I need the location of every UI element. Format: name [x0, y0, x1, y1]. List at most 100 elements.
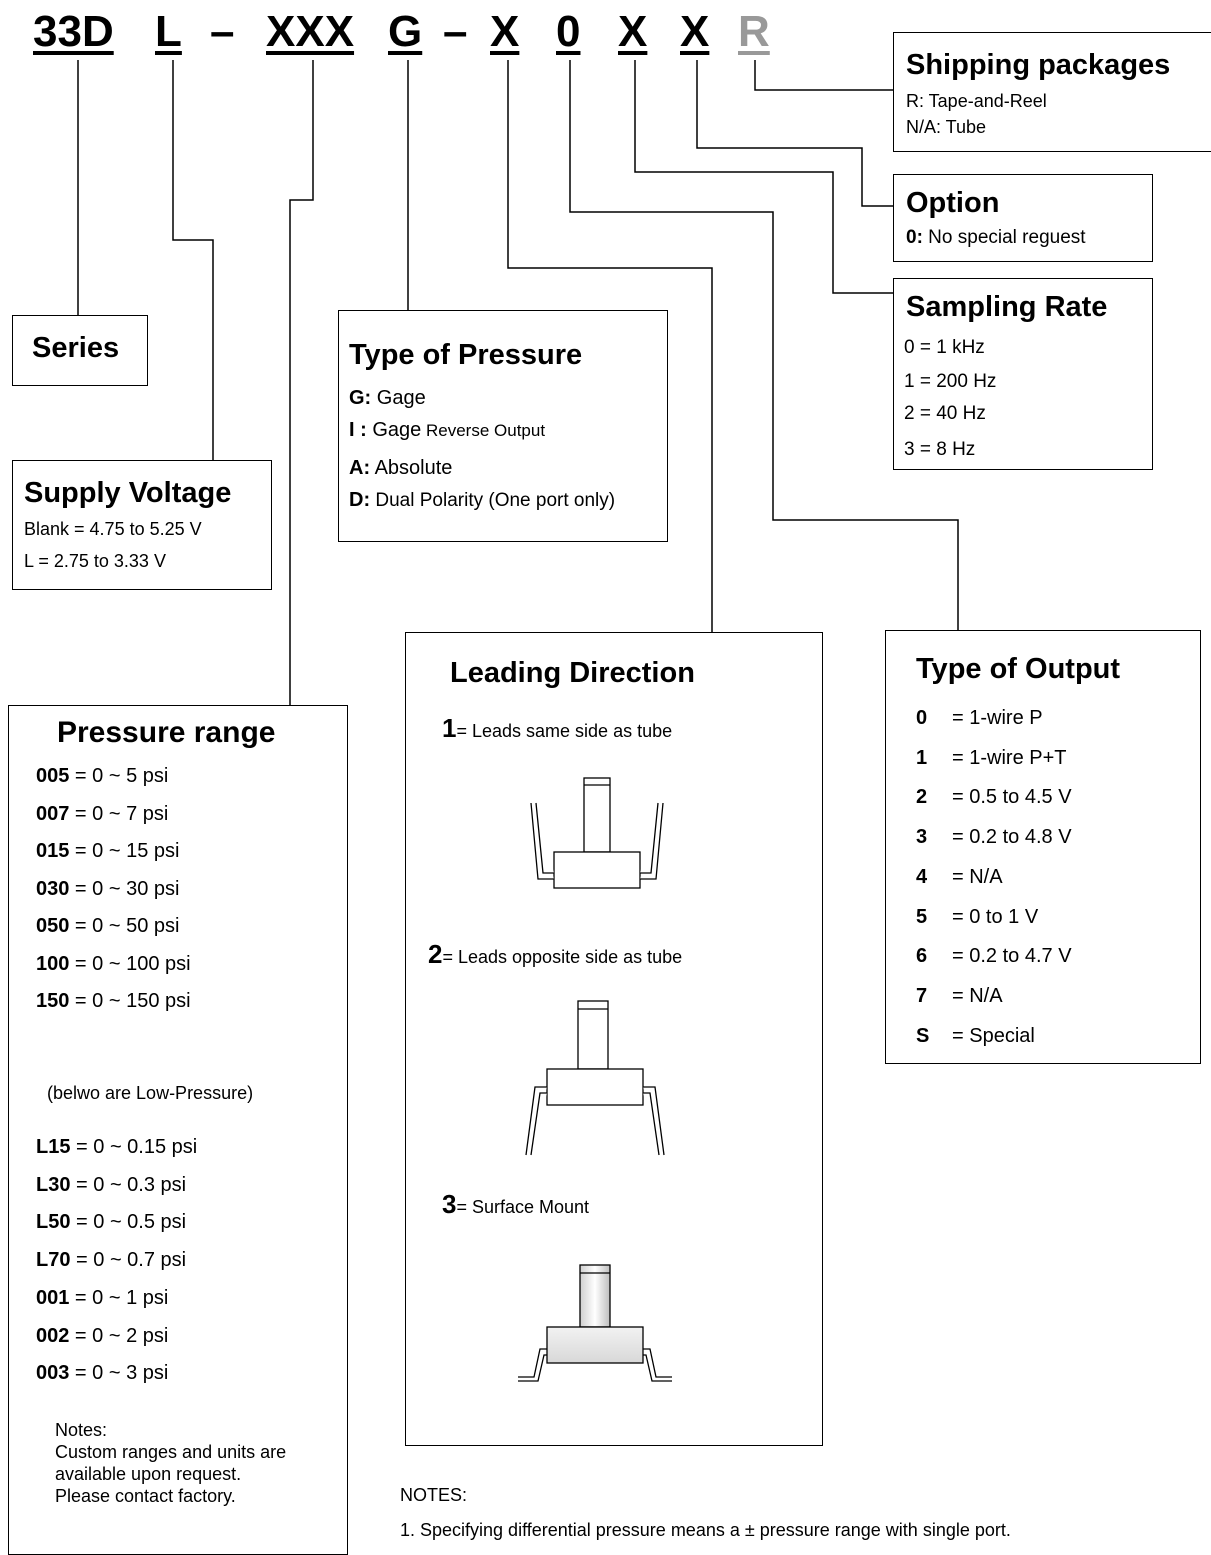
- connector-ship: [754, 60, 893, 91]
- segment-range: XXX: [266, 7, 355, 56]
- item-code: 030: [36, 877, 70, 900]
- option-item: 0: No special reguest: [906, 227, 1086, 249]
- pressure-type-item: G: Gage: [349, 387, 426, 410]
- item-code: S: [916, 1024, 930, 1047]
- low-pressure-note: (belwo are Low-Pressure): [47, 1083, 254, 1103]
- option-text: No special reguest: [922, 227, 1086, 248]
- item-code: L30: [36, 1173, 71, 1196]
- list-item: 5= 0 to 1 V: [916, 906, 1038, 929]
- item-text: = 0 ~ 0.7 psi: [70, 1249, 187, 1272]
- item-text: = 0.2 to 4.8 V: [952, 826, 1072, 849]
- item-code: 001: [36, 1286, 70, 1309]
- item-text: = 0 ~ 0.15 psi: [70, 1136, 198, 1158]
- list-item: 003 = 0 ~ 3 psi: [36, 1362, 168, 1385]
- connector-range: [289, 60, 314, 705]
- item-text: = 0 ~ 3 psi: [69, 1362, 169, 1385]
- shipping-packages-box: Shipping packages R: Tape-and-Reel N/A: …: [893, 32, 1211, 152]
- list-item: 0= 1-wire P: [916, 707, 1043, 730]
- leading-text: = Surface Mount: [456, 1197, 590, 1217]
- list-item: 4 = N/A: [916, 866, 1003, 889]
- item-text: = 0 ~ 150 psi: [69, 990, 191, 1012]
- connector-output: [634, 60, 893, 294]
- notes-line: 1. Specifying differential pressure mean…: [400, 1520, 1011, 1540]
- type-of-pressure-box: Type of Pressure G: Gage I : Gage Revers…: [338, 310, 668, 542]
- notes-line: Notes:: [55, 1420, 108, 1440]
- item-text: = N/A: [952, 865, 1003, 888]
- pressure-range-title: Pressure range: [57, 716, 276, 749]
- item-code: 1: [916, 746, 928, 769]
- segment-option: 0: [556, 7, 581, 56]
- type-of-output-box: Type of Output 0= 1-wire P 1 = 1-wire P+T 2…: [885, 630, 1201, 1064]
- list-item: 6 = 0.2 to 4.7 V: [916, 945, 1072, 968]
- item-code: 3: [916, 826, 928, 849]
- segment-output: X: [618, 7, 648, 56]
- leading-num: 1: [442, 713, 457, 743]
- shipping-line: N/A: Tube: [906, 117, 987, 137]
- leading-item: 1= Leads same side as tube: [442, 713, 672, 744]
- series-title: Series: [32, 332, 120, 364]
- pressure-type-code: A:: [349, 457, 371, 479]
- segment-dash: –: [210, 7, 235, 56]
- item-code: 050: [36, 915, 70, 937]
- item-text: = 1-wire P+T: [952, 746, 1067, 769]
- sensor-leads-opposite-side-icon: [525, 1000, 665, 1156]
- pressure-type-item: D: Dual Polarity (One port only): [349, 489, 615, 512]
- list-item: 150 = 0 ~ 150 psi: [36, 990, 191, 1013]
- sampling-rate-title: Sampling Rate: [906, 291, 1108, 323]
- list-item: L15 = 0 ~ 0.15 psi: [36, 1136, 197, 1159]
- list-item: L30 = 0 ~ 0.3 psi: [36, 1174, 186, 1197]
- list-item: L70 = 0 ~ 0.7 psi: [36, 1249, 186, 1272]
- item-text: = 0 ~ 7 psi: [69, 802, 169, 825]
- item-text: = Special: [952, 1024, 1035, 1047]
- leading-direction-box: Leading Direction 1= Leads same side as …: [405, 632, 823, 1446]
- item-code: 2: [916, 786, 928, 809]
- leading-item: 3= Surface Mount: [442, 1189, 589, 1220]
- leading-item: 2= Leads opposite side as tube: [428, 939, 682, 970]
- list-item: 005 = 0 ~ 5 psi: [36, 765, 168, 788]
- segment-pressure-type: G: [388, 7, 423, 56]
- supply-voltage-box: Supply Voltage Blank = 4.75 to 5.25 V L …: [12, 460, 272, 590]
- item-text: = 0 ~ 0.3 psi: [70, 1173, 187, 1196]
- sampling-line: 0 = 1 kHz: [904, 337, 985, 358]
- item-text: = 0.2 to 4.7 V: [952, 945, 1072, 968]
- option-title: Option: [906, 187, 1000, 219]
- item-code: 4: [916, 865, 928, 888]
- pressure-type-item: I : Gage Reverse Output: [349, 419, 545, 442]
- segment-series: 33D: [33, 7, 114, 56]
- pressure-type-code: D:: [349, 489, 371, 511]
- pressure-type-code: I :: [349, 419, 367, 441]
- notes-line: Custom ranges and units are: [55, 1442, 287, 1462]
- list-item: 7= N/A: [916, 985, 1003, 1008]
- item-code: 015: [36, 840, 70, 862]
- item-text: = 0 ~ 0.5 psi: [70, 1211, 187, 1234]
- segment-dash: –: [443, 7, 468, 56]
- list-item: 3 = 0.2 to 4.8 V: [916, 826, 1072, 849]
- list-item: 1 = 1-wire P+T: [916, 747, 1066, 770]
- sampling-line: 1 = 200 Hz: [904, 371, 997, 392]
- leading-text: = Leads same side as tube: [456, 721, 673, 741]
- list-item: 100 = 0 ~ 100 psi: [36, 953, 191, 976]
- segment-shipping: R: [738, 7, 770, 56]
- pressure-type-code: G:: [349, 387, 372, 409]
- item-code: L15: [36, 1136, 71, 1158]
- list-item: 015 = 0 ~ 15 psi: [36, 840, 179, 863]
- type-of-output-title: Type of Output: [916, 653, 1121, 685]
- item-code: 100: [36, 952, 70, 975]
- leading-num: 3: [442, 1189, 457, 1219]
- shipping-packages-title: Shipping packages: [906, 49, 1171, 81]
- list-item: L50 = 0 ~ 0.5 psi: [36, 1211, 186, 1234]
- item-text: = 0 ~ 50 psi: [69, 915, 180, 937]
- item-code: 007: [36, 802, 70, 825]
- item-code: 7: [916, 984, 928, 1007]
- notes-heading: NOTES:: [400, 1485, 468, 1505]
- pressure-type-text: Gage: [366, 419, 422, 441]
- supply-voltage-line: Blank = 4.75 to 5.25 V: [24, 519, 202, 539]
- segment-leading: X: [490, 7, 520, 56]
- item-text: = 0 ~ 1 psi: [69, 1286, 169, 1309]
- list-item: 2= 0.5 to 4.5 V: [916, 786, 1072, 809]
- series-box: Series: [12, 315, 148, 386]
- notes-line: Please contact factory.: [55, 1486, 236, 1506]
- item-text: = 0 ~ 100 psi: [69, 952, 191, 975]
- item-code: 6: [916, 945, 928, 968]
